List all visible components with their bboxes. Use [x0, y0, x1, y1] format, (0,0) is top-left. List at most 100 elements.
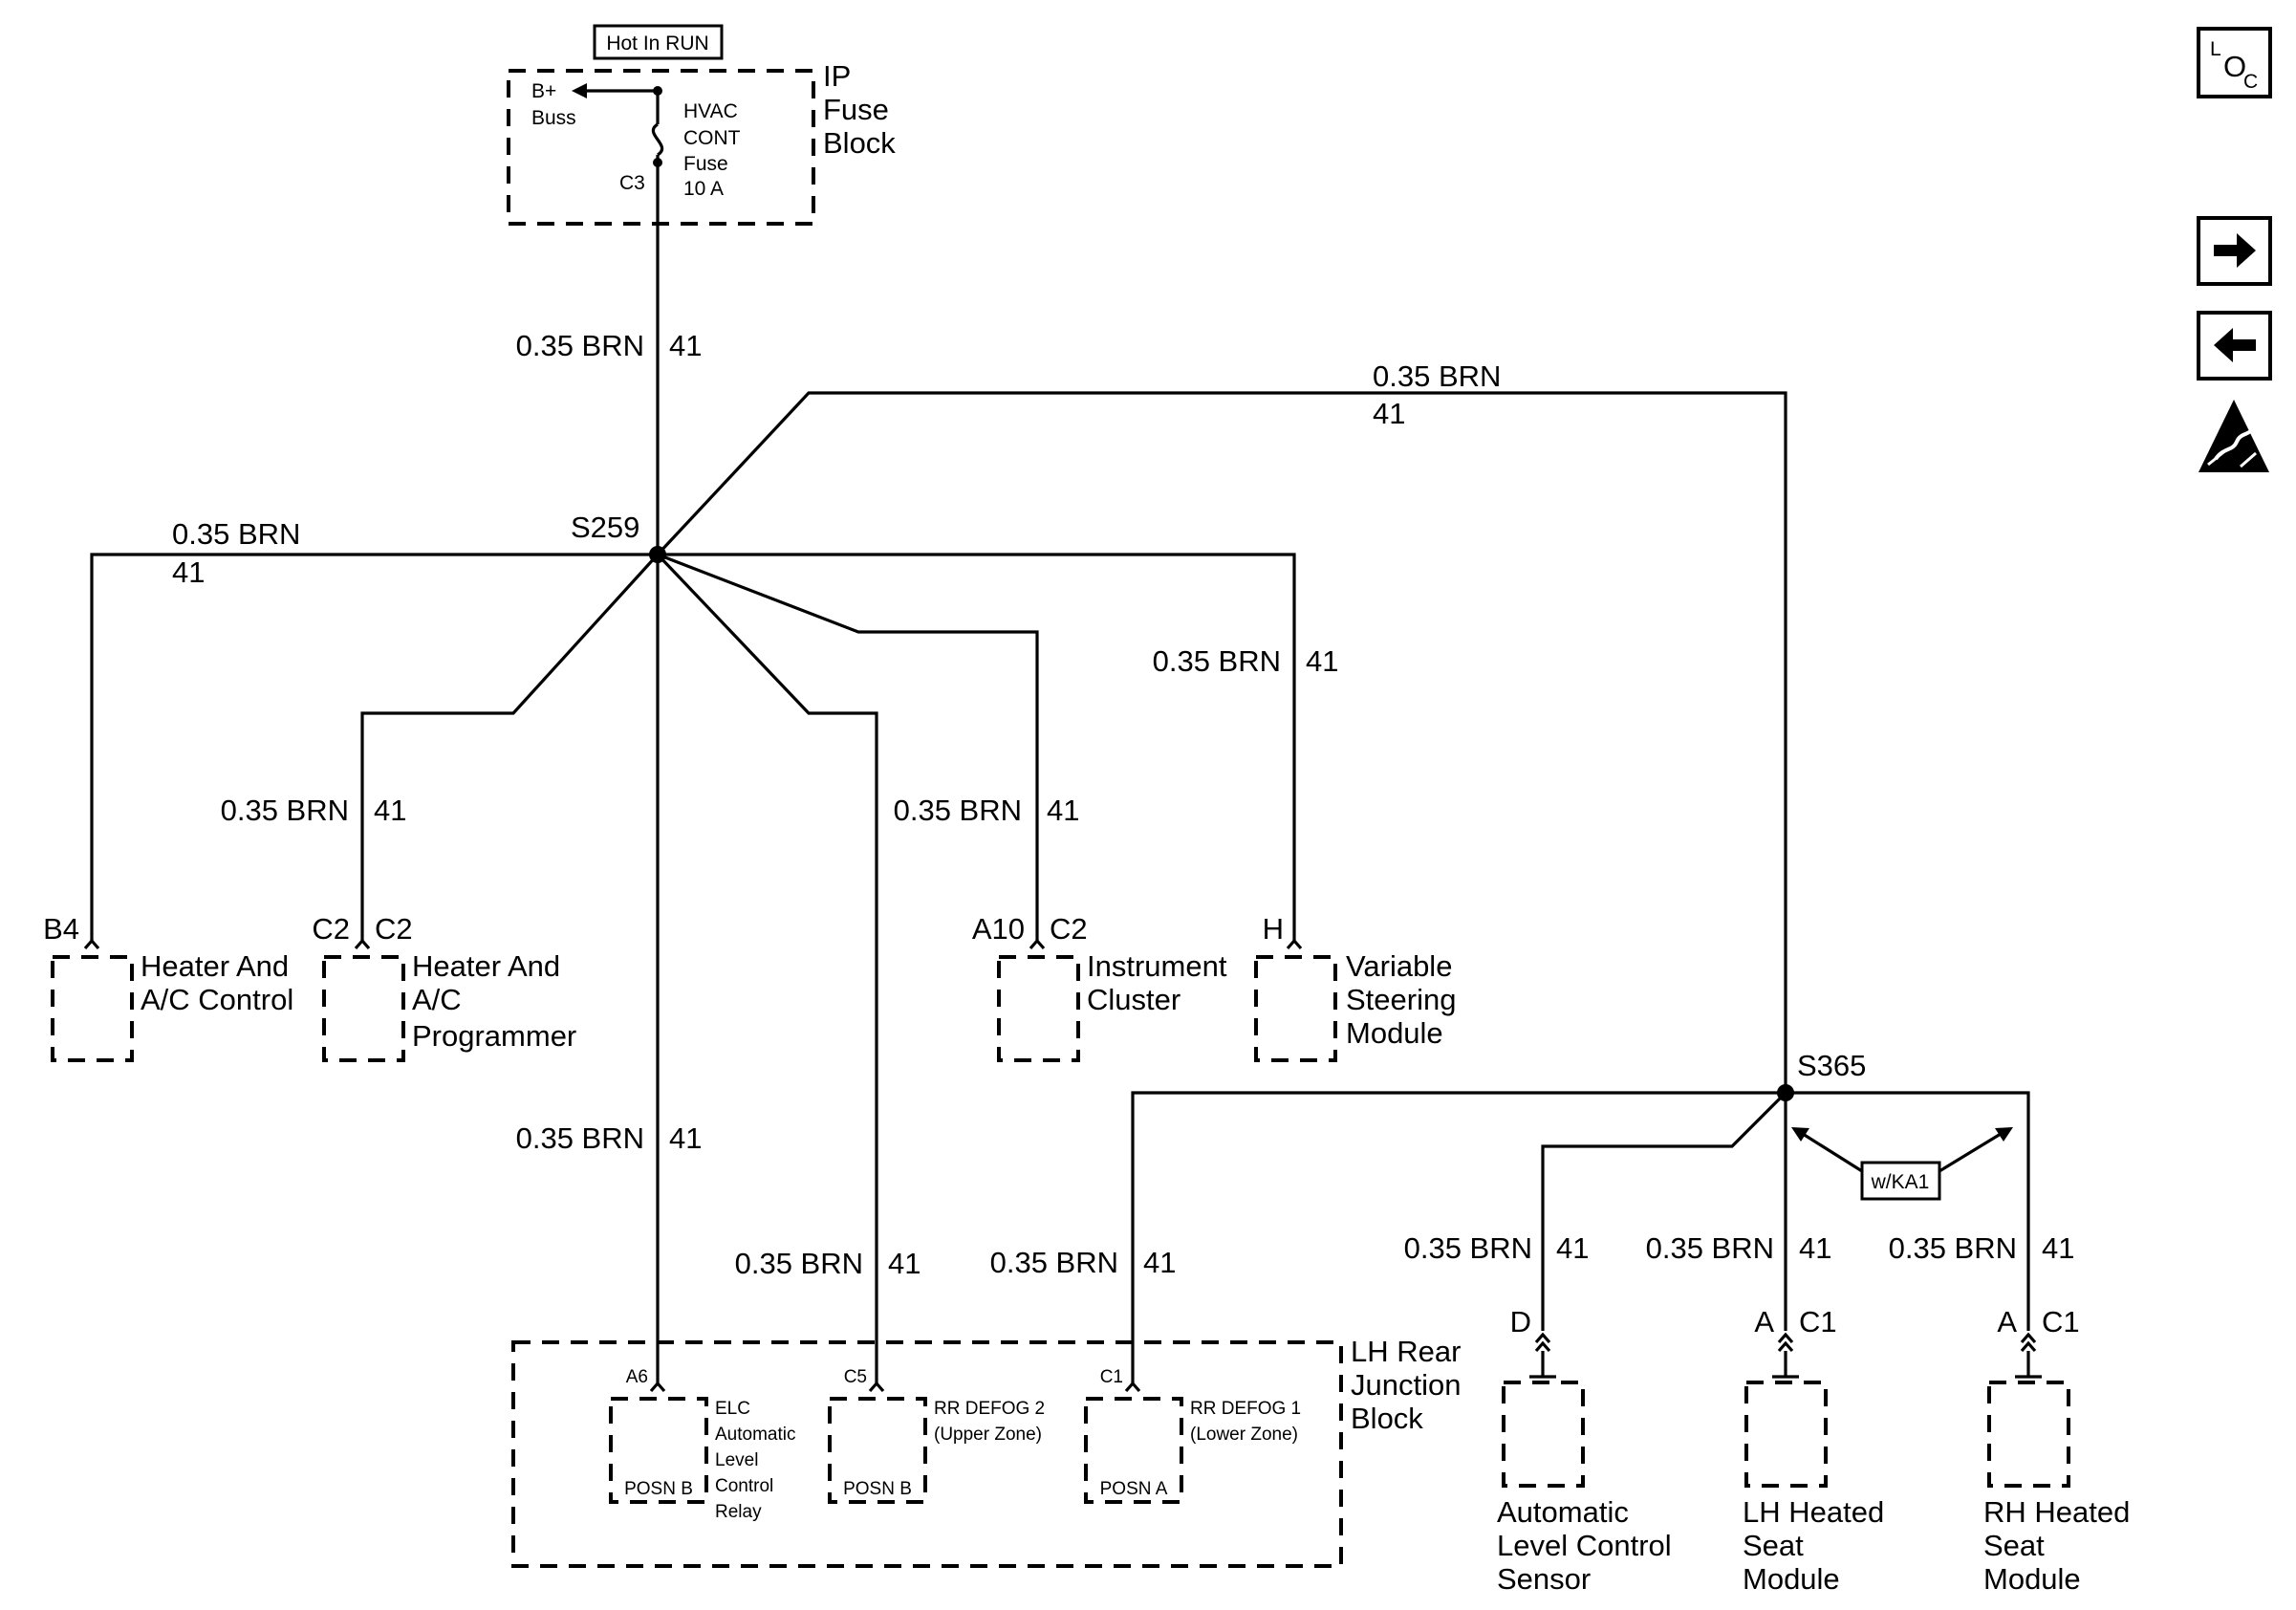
next-arrow-icon[interactable]	[2197, 216, 2272, 286]
pin-c1-lh-label: C1	[1799, 1305, 1837, 1338]
previous-arrow-icon[interactable]	[2197, 311, 2272, 381]
lh-heated-seat-label-1: LH Heated	[1743, 1495, 1884, 1529]
pin-h-label: H	[1263, 912, 1284, 946]
wire-label-alc-circuit: 41	[1556, 1231, 1589, 1265]
wire-label-vs-circuit: 41	[1306, 644, 1338, 678]
elc-relay-label-4: Control	[715, 1476, 773, 1496]
elc-relay-label-3: Level	[715, 1450, 758, 1470]
connector-a10-c2-symbol	[1029, 938, 1046, 950]
connector-c5-symbol	[868, 1381, 885, 1393]
hot-in-run-box	[593, 24, 724, 60]
instrument-cluster-label-2: Cluster	[1087, 983, 1180, 1016]
wire-label-defog2-gauge: 0.35 BRN	[735, 1247, 863, 1280]
pin-c1-rh-label: C1	[2042, 1305, 2080, 1338]
connector-c1-symbol	[1124, 1381, 1141, 1393]
wire-label-hap-circuit: 41	[374, 794, 406, 827]
wire-to-variable-steering	[658, 553, 1296, 942]
option-arrowhead-right	[1995, 1127, 2013, 1142]
lh-rear-junction-block-outline	[511, 1340, 1343, 1568]
wire-to-rr-defog-1	[1131, 1091, 1786, 1384]
alc-sensor-label-2: Level Control	[1497, 1529, 1672, 1562]
pin-a-rh-label: A	[1997, 1305, 2017, 1338]
rh-heated-seat-label-1: RH Heated	[1983, 1495, 2130, 1529]
connector-rh-seat-symbol	[2015, 1332, 2042, 1379]
option-tag-box	[1860, 1161, 1941, 1201]
splice-s259-label: S259	[571, 511, 639, 544]
connector-h-symbol	[1286, 938, 1303, 950]
wire-s259-to-s365	[656, 391, 1787, 1093]
pin-c1-junction-label: C1	[1100, 1367, 1123, 1387]
rr-defog-1-box	[1084, 1397, 1183, 1504]
wire-label-ic-circuit: 41	[1047, 794, 1079, 827]
heater-ac-programmer-label-1: Heater And	[412, 949, 560, 983]
junction-block-label-2: Junction	[1351, 1368, 1461, 1402]
lh-heated-seat-box	[1744, 1381, 1828, 1488]
alc-sensor-label-1: Automatic	[1497, 1495, 1629, 1529]
instrument-cluster-box	[997, 955, 1080, 1062]
location-icon-l: L	[2210, 38, 2221, 60]
elc-relay-box	[609, 1397, 708, 1504]
wire-label-feed-circuit: 41	[669, 329, 702, 362]
hot-in-run-label: Hot In RUN	[606, 33, 708, 54]
connector-c2-programmer-symbol	[354, 938, 371, 950]
connector-d-symbol	[1529, 1332, 1556, 1379]
b-plus-arrowhead	[572, 83, 587, 98]
wire-label-vs-gauge: 0.35 BRN	[1153, 644, 1281, 678]
pin-c5-label: C5	[844, 1367, 867, 1387]
pin-c2-cluster-label: C2	[1050, 912, 1088, 946]
wire-label-elc-gauge: 0.35 BRN	[516, 1121, 644, 1155]
rr-defog-1-label-1: RR DEFOG 1	[1190, 1399, 1301, 1419]
pin-c2-programmer-b: C2	[375, 912, 413, 946]
variable-steering-label-1: Variable	[1346, 949, 1452, 983]
rh-heated-seat-label-2: Seat	[1983, 1529, 2045, 1562]
fuse-label-3: Fuse	[683, 153, 728, 175]
wire-label-feed-gauge: 0.35 BRN	[516, 329, 644, 362]
wire-to-instrument-cluster	[657, 553, 1039, 942]
alc-sensor-label-3: Sensor	[1497, 1562, 1591, 1596]
elc-relay-label-2: Automatic	[715, 1425, 795, 1445]
elc-relay-label-5: Relay	[715, 1502, 762, 1522]
location-icon[interactable]: L O C	[2197, 27, 2272, 98]
junction-block-label-3: Block	[1351, 1402, 1423, 1435]
lh-heated-seat-label-3: Module	[1743, 1562, 1840, 1596]
splice-s365-label: S365	[1797, 1049, 1866, 1082]
rr-defog-1-label-2: (Lower Zone)	[1190, 1425, 1298, 1445]
wire-label-hap-gauge: 0.35 BRN	[221, 794, 349, 827]
wire-label-defog1-circuit: 41	[1143, 1246, 1176, 1279]
rh-heated-seat-box	[1987, 1381, 2070, 1488]
elc-relay-label-1: ELC	[715, 1399, 750, 1419]
instrument-cluster-label-1: Instrument	[1087, 949, 1227, 983]
esd-warning-icon	[2199, 400, 2269, 472]
connector-lh-seat-symbol	[1772, 1332, 1799, 1379]
connector-a6-symbol	[649, 1381, 666, 1393]
option-arrow-left	[1802, 1132, 1863, 1173]
wire-label-lhs-gauge: 0.35 BRN	[1646, 1231, 1774, 1265]
buss-label: Buss	[531, 107, 576, 129]
ip-fuse-block-label-3: Block	[823, 126, 896, 160]
wire-label-hac-circuit: 41	[172, 555, 205, 589]
fuse-icon	[651, 122, 664, 157]
wire-label-rhs-gauge: 0.35 BRN	[1889, 1231, 2017, 1265]
pin-b4-label: B4	[43, 912, 79, 946]
junction-block-label-1: LH Rear	[1351, 1335, 1461, 1368]
heater-ac-control-box	[51, 955, 134, 1062]
variable-steering-box	[1254, 955, 1337, 1062]
wire-to-heater-ac-programmer	[360, 553, 660, 942]
wire-to-rh-heated-seat	[1786, 1091, 2030, 1331]
pin-c2-programmer-a: C2	[312, 912, 350, 946]
fuse-label-4: 10 A	[683, 178, 724, 200]
wire-to-heater-ac-control	[90, 553, 658, 942]
wire-label-ic-gauge: 0.35 BRN	[894, 794, 1022, 827]
rr-defog-2-box	[828, 1397, 927, 1504]
b-plus-label: B+	[531, 80, 556, 102]
ip-fuse-block-label-2: Fuse	[823, 93, 889, 126]
heater-ac-control-label-2: A/C Control	[141, 983, 293, 1016]
heater-ac-control-label-1: Heater And	[141, 949, 289, 983]
elc-relay-posn: POSN B	[624, 1479, 693, 1499]
fuse-pin-c3: C3	[619, 172, 645, 194]
option-arrow-right	[1939, 1132, 2002, 1173]
wire-label-defog2-circuit: 41	[888, 1247, 921, 1280]
heater-ac-programmer-label-2: A/C	[412, 983, 462, 1016]
wire-label-elc-circuit: 41	[669, 1121, 702, 1155]
